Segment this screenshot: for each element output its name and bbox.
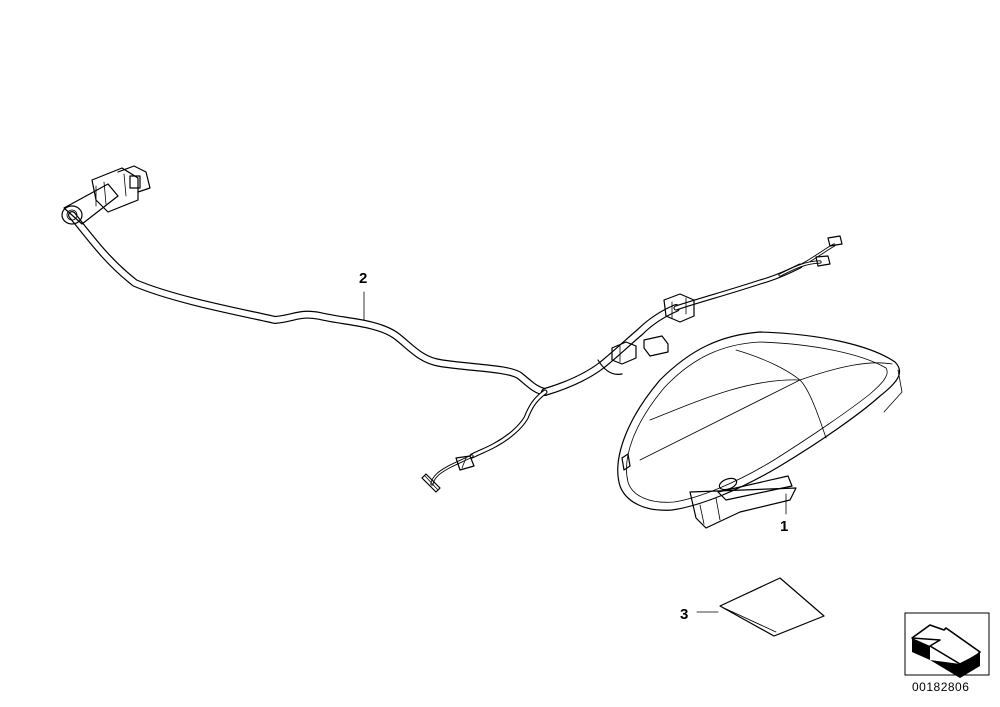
harness-connector-housing <box>61 165 151 225</box>
callout-harness: 2 <box>359 270 367 287</box>
brake-lamp <box>617 331 903 529</box>
harness-clip-c <box>643 335 669 357</box>
wiring-harness <box>61 165 843 493</box>
adhesive-pad <box>719 577 825 637</box>
harness-clip-b <box>611 341 637 365</box>
lower-clip <box>455 455 475 471</box>
diagram-id: 00182806 <box>912 680 969 694</box>
upper-connector-pin-b <box>815 255 831 267</box>
leader-lines <box>363 291 787 613</box>
arrow-stamp-icon <box>904 612 990 678</box>
callout-pad: 3 <box>680 606 688 623</box>
harness-clip-a <box>663 293 695 323</box>
lower-connector-pin <box>421 473 441 493</box>
upper-connector-pin-a <box>827 235 843 247</box>
harness-sleeve <box>597 359 623 375</box>
callout-lamp: 1 <box>780 518 788 535</box>
